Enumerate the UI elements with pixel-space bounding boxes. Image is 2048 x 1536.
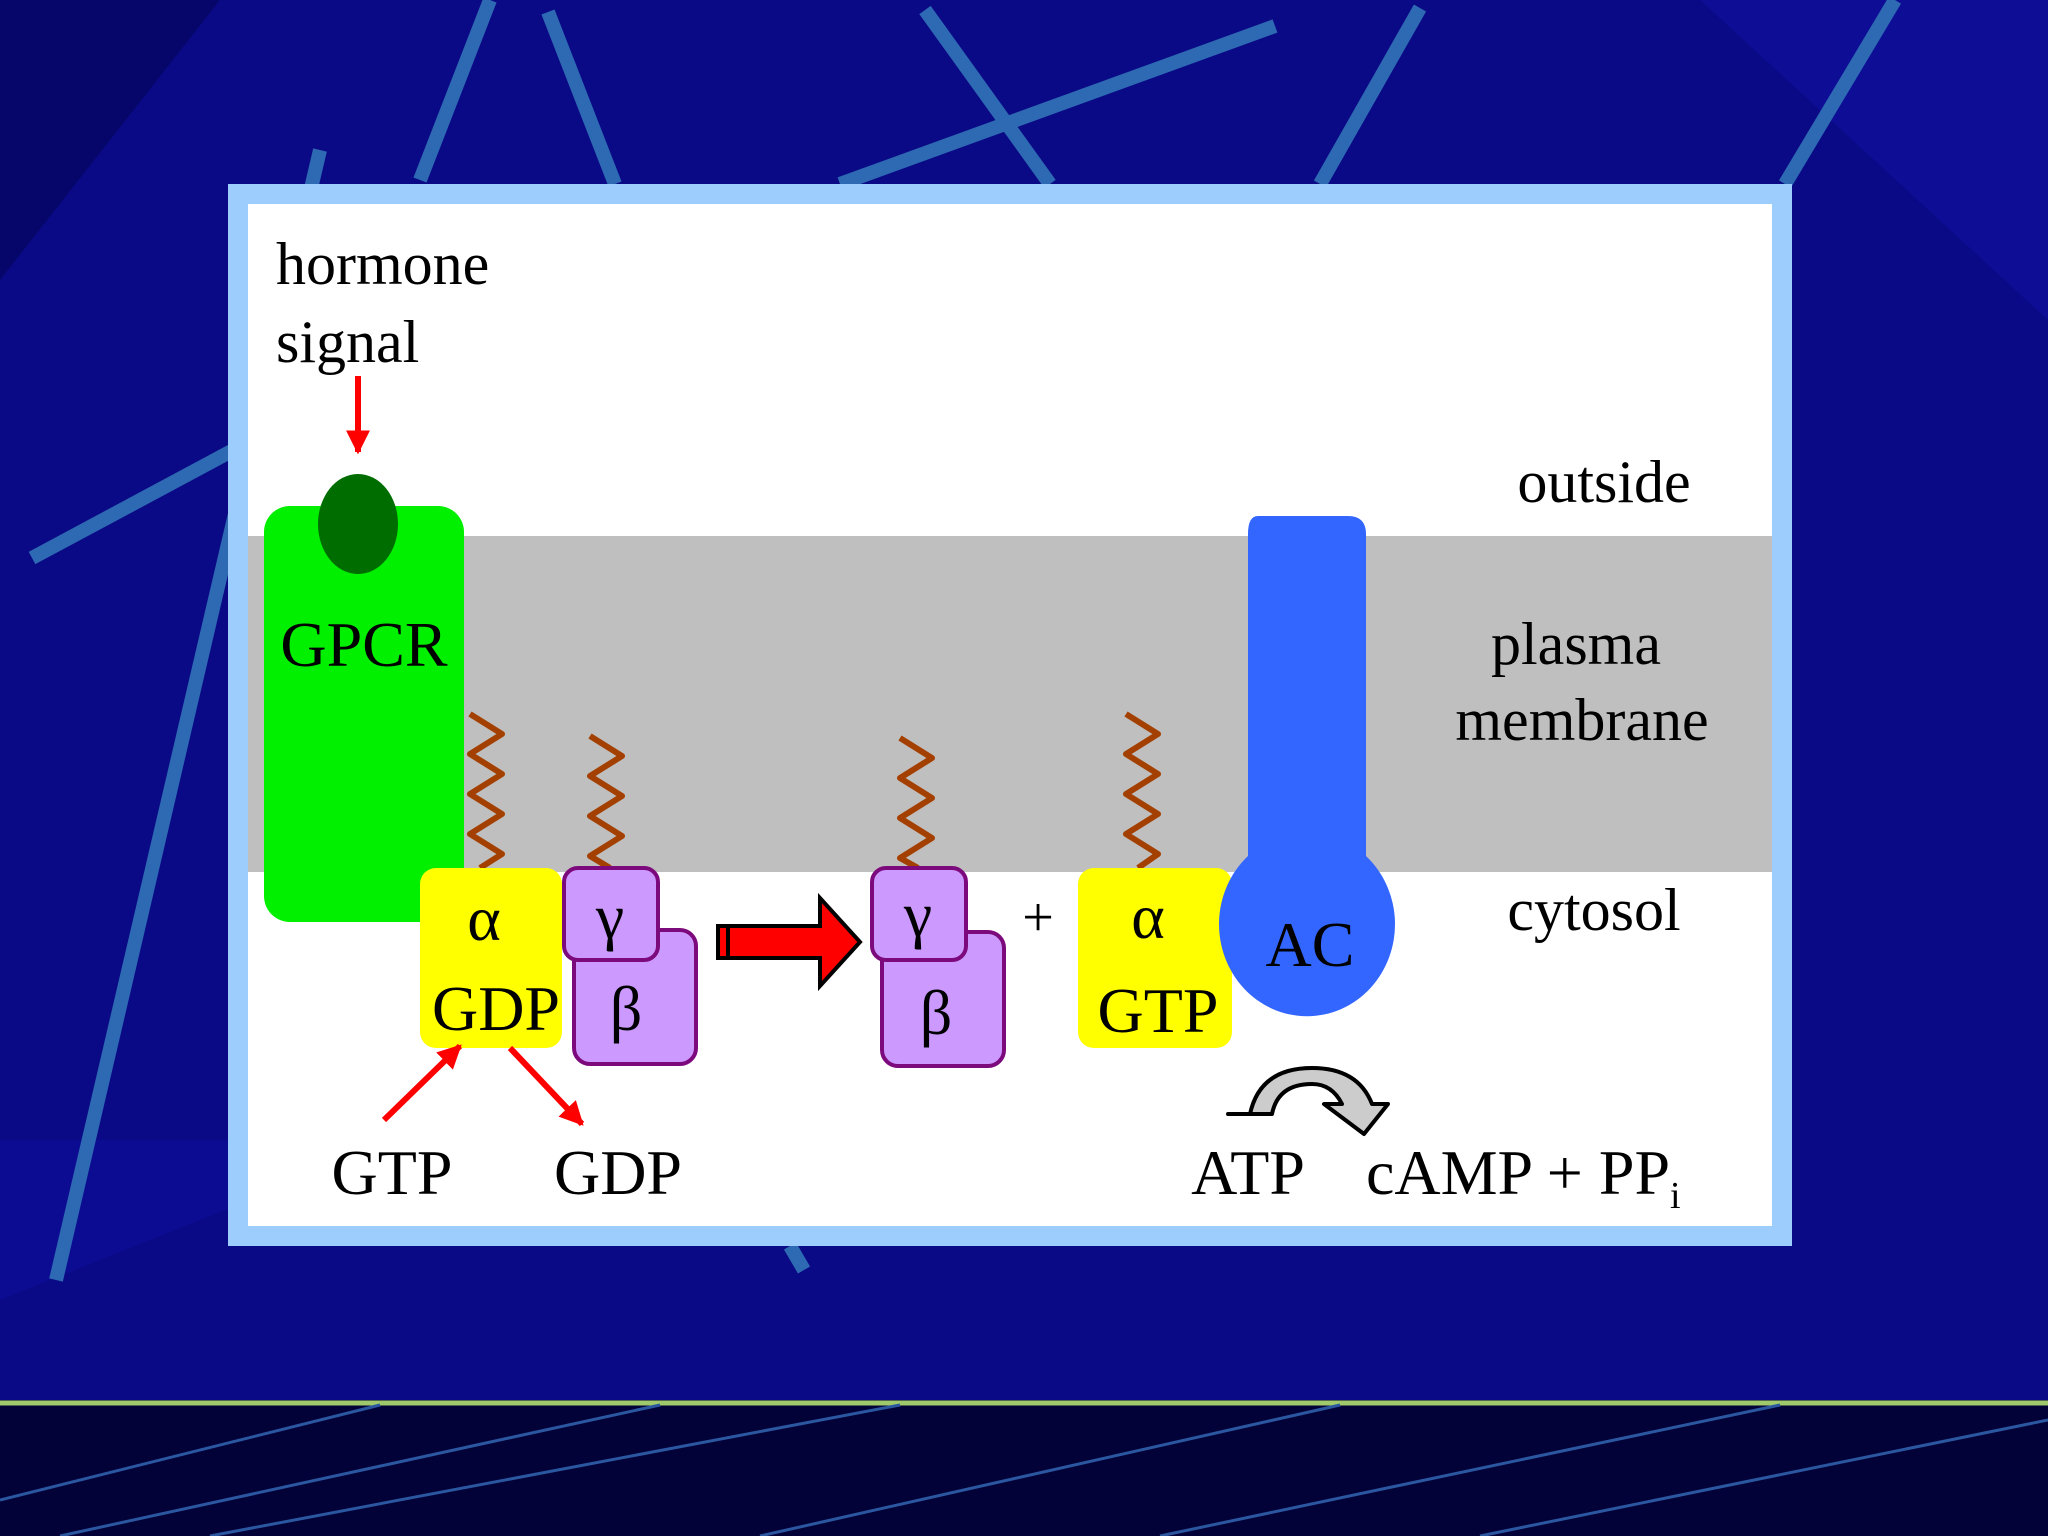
hormone-molecule: [318, 474, 398, 574]
gpcr-receptor: [264, 506, 464, 922]
gtp-in-arrow: [381, 1043, 463, 1123]
gdp-out-arrow: [507, 1045, 585, 1127]
pp-subscript: i: [1670, 1175, 1681, 1217]
atp-label: ATP: [1191, 1137, 1305, 1208]
gamma-subunit: [562, 866, 660, 962]
outside-label: outside: [1517, 449, 1690, 515]
conversion-arrow: [1226, 1066, 1390, 1136]
alpha-subunit-gtp: [1078, 868, 1232, 1048]
active-alpha-symbol: α: [1131, 881, 1165, 952]
diagram-canvas: hormone signal GPCR α GDP γ β GTP: [248, 204, 1772, 1226]
activation-arrow: [716, 892, 863, 992]
alpha-gdp-label: GDP: [432, 973, 560, 1044]
camp-pp-label: cAMP + PPi: [1366, 1137, 1681, 1217]
lipid-anchor: [1123, 711, 1161, 871]
alpha-gtp-label: GTP: [1098, 975, 1219, 1046]
cytosol-label: cytosol: [1507, 877, 1680, 943]
free-gamma-subunit: [870, 866, 968, 962]
ac-label: AC: [1266, 909, 1355, 980]
lipid-anchor: [467, 711, 505, 871]
gpcr-label: GPCR: [280, 609, 448, 680]
gamma-symbol: γ: [595, 881, 624, 952]
alpha-subunit-gdp: [420, 868, 562, 1048]
plasma-label: plasma: [1491, 611, 1661, 677]
beta-symbol: β: [610, 973, 643, 1044]
free-gamma-symbol: γ: [903, 879, 932, 950]
gdp-out-label: GDP: [554, 1137, 682, 1208]
lipid-anchor: [587, 733, 625, 871]
membrane-label: membrane: [1455, 687, 1708, 753]
free-beta-symbol: β: [920, 977, 953, 1048]
plus-sign: +: [1022, 887, 1054, 949]
hormone-label: hormone: [276, 231, 489, 297]
signal-label: signal: [276, 309, 419, 375]
gtp-in-label: GTP: [332, 1137, 453, 1208]
diagram-panel: hormone signal GPCR α GDP γ β GTP: [228, 184, 1792, 1246]
alpha-symbol: α: [467, 883, 501, 954]
lipid-anchor: [897, 735, 935, 871]
